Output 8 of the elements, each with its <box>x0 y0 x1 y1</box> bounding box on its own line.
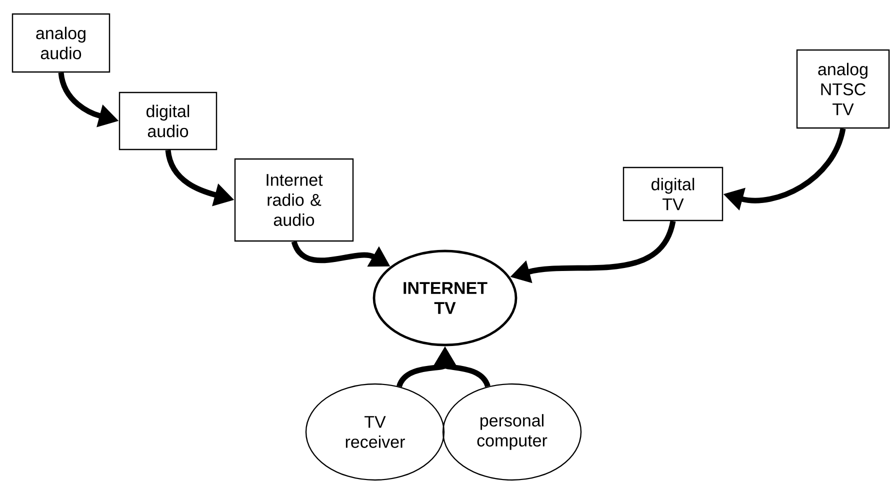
text-box: digital audio <box>118 92 218 150</box>
text-box: analog audio <box>12 13 110 73</box>
ellipse-node: INTERNET TV <box>372 250 518 346</box>
ellipse-node: TV receiver <box>305 383 445 481</box>
text-box: analog NTSC TV <box>796 49 890 129</box>
text-box: Internet radio & audio <box>234 158 354 242</box>
text-box: digital TV <box>622 166 724 222</box>
ellipse-node: personal computer <box>442 383 582 481</box>
